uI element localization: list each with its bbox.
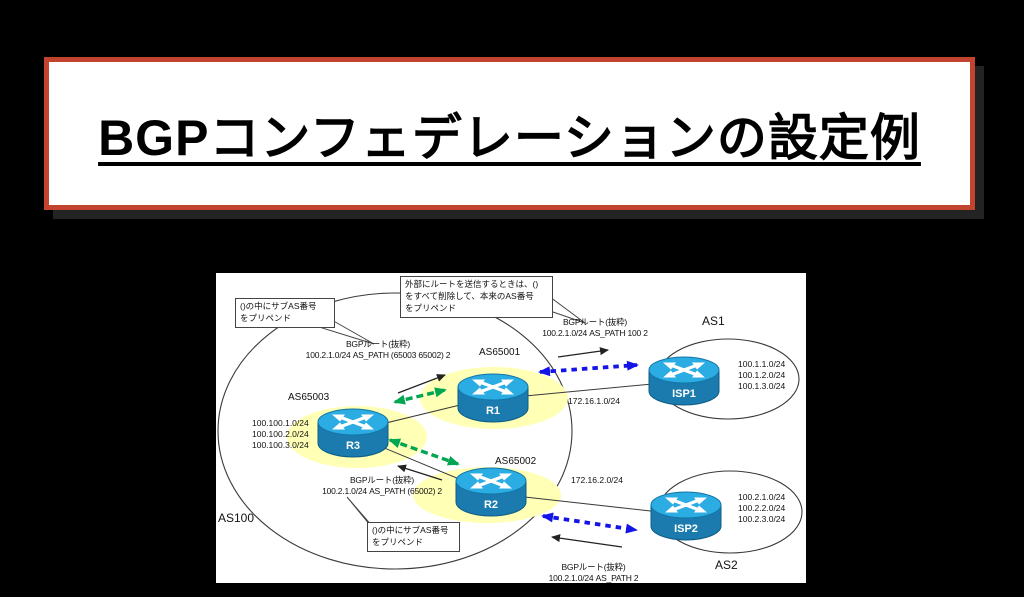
router-label-r2: R2 (483, 499, 499, 511)
callout-prepend-subas-top: ()の中にサブAS番号 をプリペンド (235, 298, 335, 328)
route-note-r1-to-isp1: BGPルート(抜粋) 100.2.1.0/24 AS_PATH 100 2 (542, 317, 648, 339)
route-note-isp2-to-r2: BGPルート(抜粋) 100.2.1.0/24 AS_PATH 2 (548, 562, 639, 584)
confed-ebgp-arrow-r3-r2 (388, 438, 460, 466)
callout-prepend-subas-bottom: ()の中にサブAS番号 をプリペンド (367, 522, 460, 552)
link-label-r2-isp2: 172.16.2.0/24 (571, 475, 623, 485)
as-label-as100: AS100 (218, 511, 255, 525)
page-title: BGPコンフェデレーションの設定例 (98, 109, 921, 166)
route-adv-arrow-r3-to-r1 (397, 374, 446, 394)
callout-strip-parens: 外部にルートを送信するときは、() をすべて削除して、本来のAS番号 をプリペン… (400, 276, 553, 318)
network-diagram: ()の中にサブAS番号 をプリペンド 外部にルートを送信するときは、() をすべ… (216, 273, 806, 583)
router-label-r3: R3 (345, 440, 361, 452)
router-label-isp1: ISP1 (672, 388, 696, 400)
as100-boundary-ellipse (217, 292, 573, 570)
networks-isp2: 100.2.1.0/24 100.2.2.0/24 100.2.3.0/24 (738, 492, 786, 525)
networks-r3: 100.100.1.0/24 100.100.2.0/24 100.100.3.… (252, 418, 309, 451)
ebgp-arrow-r1-isp1 (538, 360, 639, 377)
link-label-r1-isp1: 172.16.1.0/24 (568, 396, 620, 406)
as-label-as2: AS2 (715, 558, 738, 572)
route-adv-arrow-r1-to-isp1 (557, 347, 609, 358)
networks-isp1: 100.1.1.0/24 100.1.2.0/24 100.1.3.0/24 (738, 359, 786, 392)
ebgp-arrow-r2-isp2 (541, 512, 638, 534)
as-label-as65003: AS65003 (288, 392, 330, 403)
as-label-as65001: AS65001 (479, 347, 521, 358)
router-label-isp2: ISP2 (674, 523, 698, 535)
route-note-r3-to-r1: BGPルート(抜粋) 100.2.1.0/24 AS_PATH (65003 6… (305, 339, 451, 361)
title-banner: BGPコンフェデレーションの設定例 (44, 57, 975, 210)
router-label-r1: R1 (485, 405, 501, 417)
as-label-as65002: AS65002 (495, 456, 537, 467)
as-label-as1: AS1 (702, 314, 725, 328)
route-note-r2-to-r3: BGPルート(抜粋) 100.2.1.0/24 AS_PATH (65002) … (322, 475, 442, 497)
route-adv-arrow-r2-to-r3 (397, 464, 443, 481)
confed-ebgp-arrow-r3-r1 (393, 387, 447, 405)
route-adv-arrow-isp2-to-r2 (551, 534, 623, 548)
